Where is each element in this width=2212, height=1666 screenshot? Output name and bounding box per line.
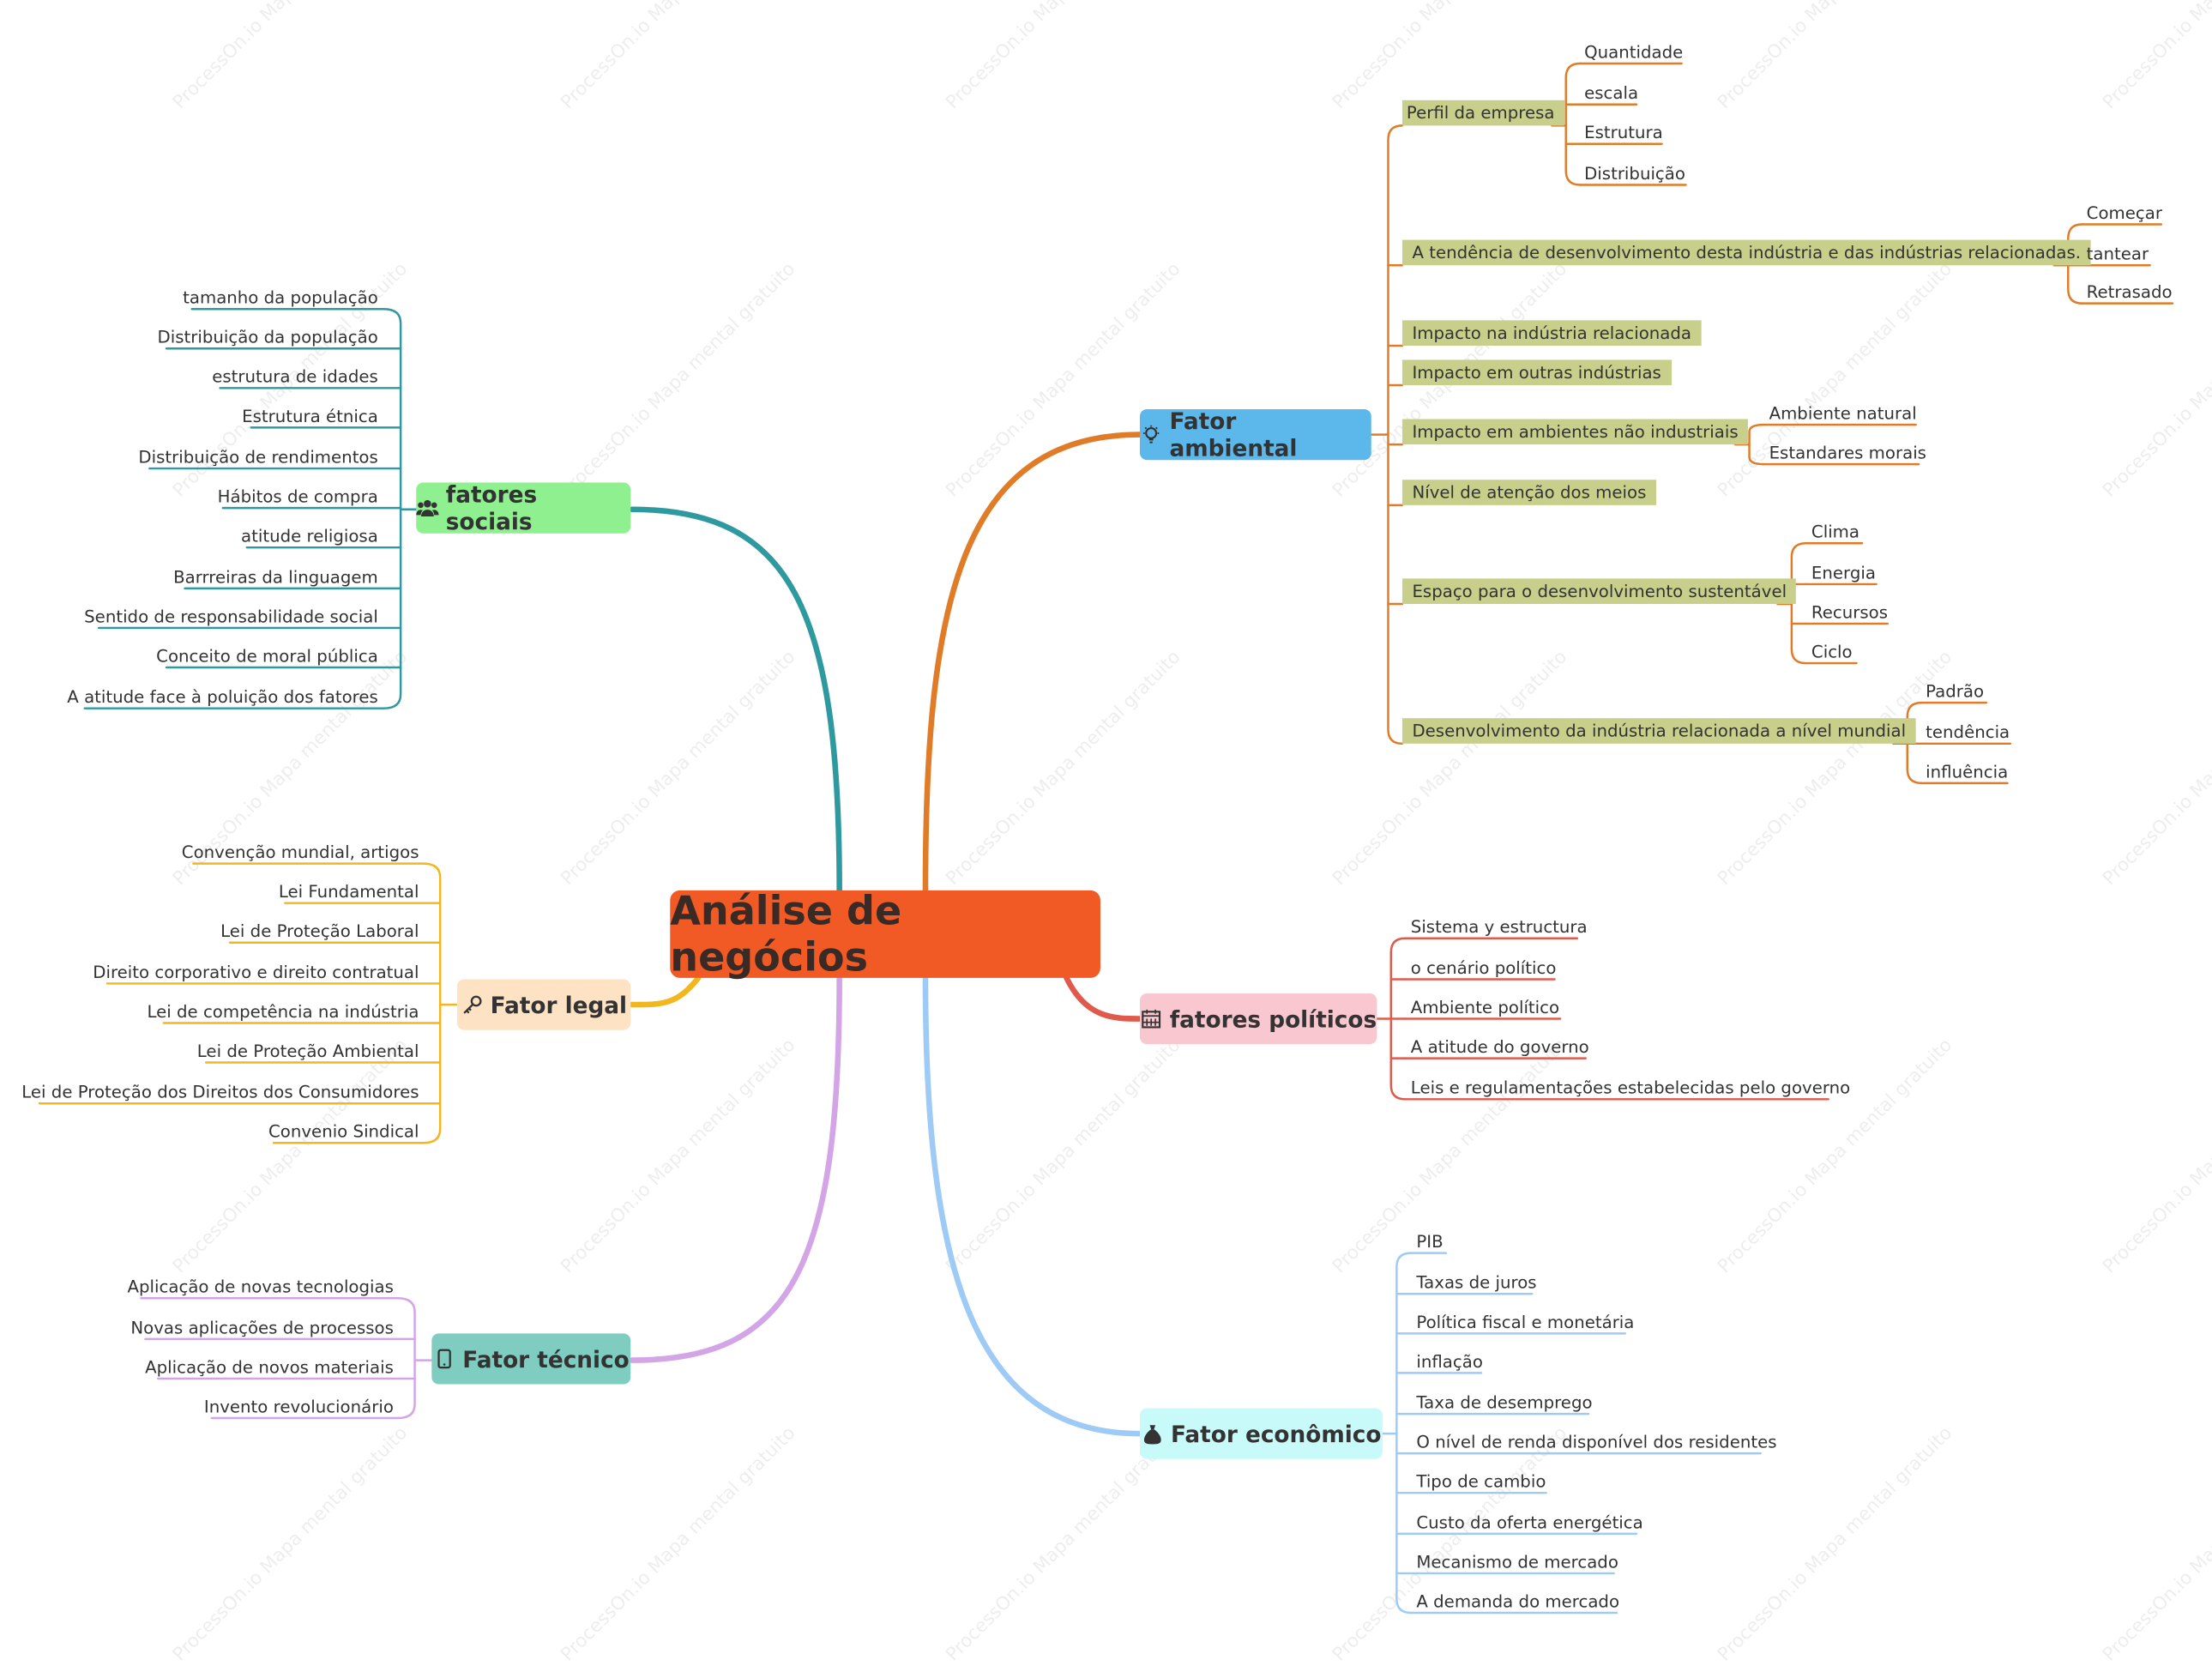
- branch-label: fatores sociais: [445, 480, 538, 535]
- key-icon: [461, 993, 483, 1016]
- sociais-leaf[interactable]: estrutura de idades: [212, 366, 378, 387]
- sociais-leaf[interactable]: A atitude face à poluição dos fatores: [67, 687, 378, 708]
- economico-leaf[interactable]: inflação: [1416, 1351, 1483, 1372]
- tecnico-leaf[interactable]: Invento revolucionário: [203, 1397, 394, 1417]
- sociais-leaf[interactable]: atitude religiosa: [241, 526, 378, 546]
- sociais-leaf[interactable]: Conceito de moral pública: [156, 646, 378, 667]
- branch-label: fatores políticos: [1169, 1005, 1377, 1033]
- branch-fator-tecnico[interactable]: Fator técnico: [431, 1333, 631, 1385]
- ambiental-topic[interactable]: Desenvolvimento da indústria relacionada…: [1401, 718, 1916, 744]
- ambiental-leaf[interactable]: Ambiente natural: [1769, 403, 1917, 424]
- connector-politicos: [1064, 975, 1143, 1022]
- economico-leaf[interactable]: O nível de renda disponível dos resident…: [1416, 1432, 1777, 1452]
- legal-leaf[interactable]: Lei Fundamental: [278, 882, 419, 902]
- mobile-icon: [433, 1348, 455, 1370]
- sociais-leaf[interactable]: Sentido de responsabilidade social: [84, 607, 378, 627]
- ambiental-topic[interactable]: Perfil da empresa: [1401, 100, 1565, 126]
- ambiental-topic[interactable]: Espaço para o desenvolvimento sustentáve…: [1401, 578, 1797, 604]
- connector-ambiental: [922, 432, 1143, 894]
- ambiental-leaf[interactable]: escala: [1584, 83, 1639, 104]
- economico-leaf[interactable]: Taxas de juros: [1416, 1272, 1537, 1293]
- economico-leaf[interactable]: PIB: [1416, 1231, 1444, 1252]
- ambiental-leaf[interactable]: Quantidade: [1584, 42, 1684, 63]
- ambiental-leaf[interactable]: influência: [1926, 762, 2009, 782]
- economico-leaf[interactable]: Tipo de cambio: [1416, 1471, 1546, 1492]
- branch-label: Fator legal: [490, 991, 628, 1018]
- ambiental-leaf[interactable]: Começar: [2086, 202, 2162, 223]
- legal-leaf[interactable]: Convenção mundial, artigos: [181, 842, 419, 862]
- tecnico-leaf[interactable]: Aplicação de novos materiais: [145, 1357, 394, 1378]
- lightbulb-icon: [1140, 423, 1162, 445]
- sociais-leaf[interactable]: Estrutura étnica: [242, 406, 378, 426]
- tecnico-leaf[interactable]: Aplicação de novas tecnologias: [127, 1277, 394, 1297]
- economico-leaf[interactable]: Taxa de desemprego: [1416, 1392, 1593, 1413]
- ambiental-leaf[interactable]: Ciclo: [1811, 642, 1853, 662]
- ambiental-leaf[interactable]: Energia: [1811, 563, 1876, 583]
- central-topic[interactable]: Análise de negócios: [670, 888, 1100, 981]
- legal-leaf[interactable]: Lei de Proteção Laboral: [220, 921, 419, 942]
- legal-leaf[interactable]: Lei de Proteção Ambiental: [196, 1041, 419, 1061]
- ambiental-leaf[interactable]: tantear: [2086, 244, 2149, 264]
- economico-leaf[interactable]: Política fiscal e monetária: [1416, 1312, 1635, 1332]
- connector-economico: [922, 975, 1143, 1437]
- connector-legal: [629, 975, 702, 1008]
- sociais-leaf[interactable]: Hábitos de compra: [217, 486, 378, 507]
- economico-leaf[interactable]: Mecanismo de mercado: [1416, 1552, 1618, 1572]
- ambiental-topic[interactable]: A tendência de desenvolvimento desta ind…: [1401, 239, 2091, 266]
- money-bag-icon: [1141, 1422, 1163, 1445]
- legal-leaf[interactable]: Direito corporativo e direito contratual: [93, 962, 419, 982]
- branch-label: Fator técnico: [462, 1345, 630, 1373]
- calendar-icon: [1140, 1007, 1162, 1029]
- branch-fatores-politicos[interactable]: fatores políticos: [1139, 993, 1377, 1045]
- ambiental-leaf[interactable]: tendência: [1926, 722, 2010, 743]
- ambiental-topic[interactable]: Impacto em outras indústrias: [1401, 359, 1672, 386]
- legal-leaf[interactable]: Lei de competência na indústria: [147, 1001, 419, 1022]
- politicos-leaf[interactable]: Leis e regulamentações estabelecidas pel…: [1410, 1077, 1851, 1098]
- politicos-leaf[interactable]: Ambiente político: [1410, 997, 1560, 1017]
- legal-leaf[interactable]: Convenio Sindical: [268, 1121, 419, 1142]
- ambiental-leaf[interactable]: Padrão: [1926, 681, 1985, 702]
- sociais-leaf[interactable]: Distribuição da população: [157, 327, 378, 347]
- branch-label: Fator econômico: [1170, 1420, 1382, 1447]
- ambiental-leaf[interactable]: Estrutura: [1584, 123, 1663, 143]
- tecnico-leaf[interactable]: Novas aplicações de processos: [130, 1318, 394, 1338]
- branch-fator-ambiental[interactable]: Fator ambiental: [1139, 407, 1371, 462]
- legal-leaf[interactable]: Lei de Proteção dos Direitos dos Consumi…: [21, 1082, 419, 1102]
- branch-fator-legal[interactable]: Fator legal: [456, 979, 631, 1030]
- branch-fatores-sociais[interactable]: fatores sociais: [416, 480, 631, 535]
- ambiental-leaf[interactable]: Retrasado: [2086, 281, 2173, 302]
- ambiental-topic[interactable]: Impacto em ambientes não industriais: [1401, 419, 1749, 445]
- sociais-leaf[interactable]: tamanho da população: [183, 287, 378, 308]
- politicos-leaf[interactable]: o cenário político: [1410, 957, 1557, 978]
- ambiental-topic[interactable]: Nível de atenção dos meios: [1401, 480, 1656, 505]
- users-icon: [416, 497, 439, 519]
- politicos-leaf[interactable]: A atitude do governo: [1410, 1036, 1589, 1057]
- ambiental-topic[interactable]: Impacto na indústria relacionada: [1401, 320, 1702, 346]
- ambiental-leaf[interactable]: Distribuição: [1584, 163, 1685, 184]
- connector-tecnico: [629, 975, 842, 1363]
- sociais-leaf[interactable]: Distribuição de rendimentos: [138, 447, 378, 468]
- economico-leaf[interactable]: Custo da oferta energética: [1416, 1512, 1643, 1533]
- branch-fator-economico[interactable]: Fator econômico: [1139, 1408, 1383, 1459]
- branch-label: Fator ambiental: [1169, 407, 1298, 462]
- ambiental-leaf[interactable]: Estandares morais: [1769, 443, 1926, 463]
- politicos-leaf[interactable]: Sistema y estructura: [1410, 917, 1588, 938]
- sociais-leaf[interactable]: Barrreiras da linguagem: [173, 567, 378, 588]
- connector-sociais: [629, 506, 842, 894]
- economico-leaf[interactable]: A demanda do mercado: [1416, 1591, 1620, 1612]
- ambiental-leaf[interactable]: Recursos: [1811, 602, 1889, 623]
- ambiental-leaf[interactable]: Clima: [1811, 522, 1860, 542]
